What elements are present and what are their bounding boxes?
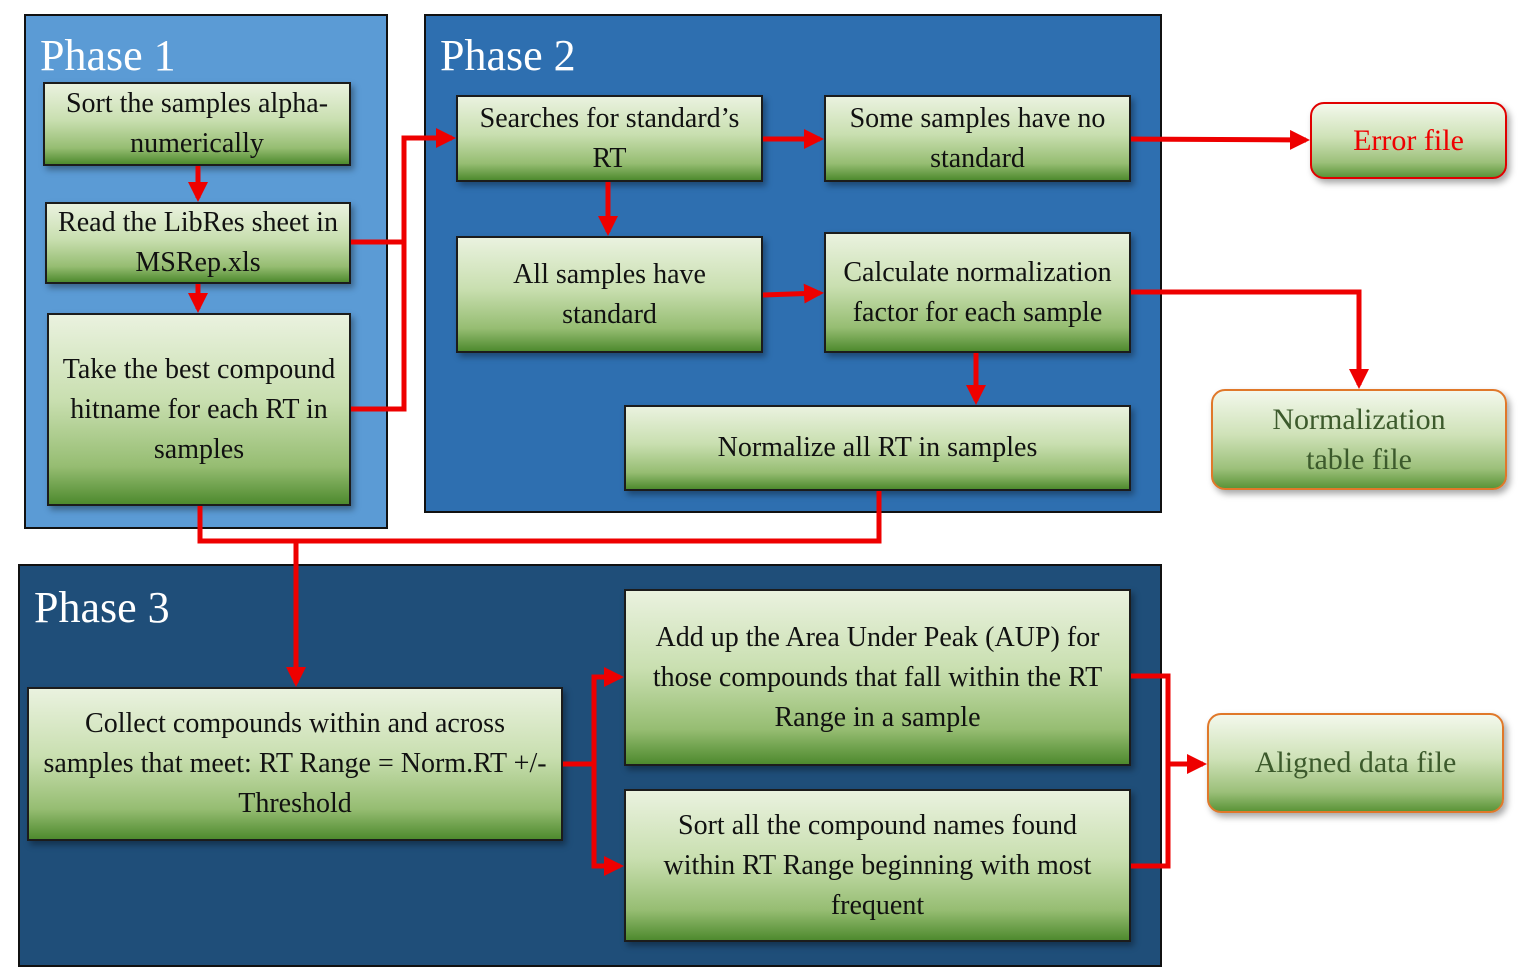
error-file-output: Error file <box>1310 102 1507 179</box>
arrow-take-to-collect <box>197 506 296 544</box>
arrow-take-to-search <box>351 242 407 412</box>
arrow-some-to-error <box>1130 129 1310 150</box>
arrow-collect-to-sort <box>591 764 624 876</box>
collect-compounds-step: Collect compounds within and across samp… <box>27 687 563 841</box>
take-best-hitname-step: Take the best compound hitname for each … <box>47 313 351 506</box>
search-standard-step: Searches for standard’s RT <box>456 95 763 182</box>
all-have-standard-step: All samples have standard <box>456 236 763 353</box>
read-libres-step: Read the LibRes sheet in MSRep.xls <box>45 202 351 284</box>
phase-1-title: Phase 1 <box>40 31 176 80</box>
arrow-aup-to-aligned <box>1131 673 1207 774</box>
arrow-calc-to-normtable <box>1131 289 1369 389</box>
add-aup-step: Add up the Area Under Peak (AUP) for tho… <box>624 589 1131 766</box>
calculate-normalization-step: Calculate normalization factor for each … <box>824 232 1131 353</box>
arrow-sort-to-aligned <box>1131 764 1171 869</box>
sort-samples-step: Sort the samples alpha-numerically <box>43 82 351 166</box>
normalize-rt-step: Normalize all RT in samples <box>624 405 1131 491</box>
arrow-collect-branch <box>563 667 624 767</box>
phase-2-title: Phase 2 <box>440 31 576 80</box>
arrow-normalize-to-collect <box>286 491 882 687</box>
normalization-table-output: Normalization table file <box>1211 389 1507 490</box>
arrow-read-to-search <box>351 128 456 245</box>
sort-names-step: Sort all the compound names found within… <box>624 789 1131 942</box>
arrow-all-to-calc <box>762 283 824 304</box>
some-no-standard-step: Some samples have no standard <box>824 95 1131 182</box>
phase-3-title: Phase 3 <box>34 583 170 632</box>
aligned-data-output: Aligned data file <box>1207 713 1504 813</box>
